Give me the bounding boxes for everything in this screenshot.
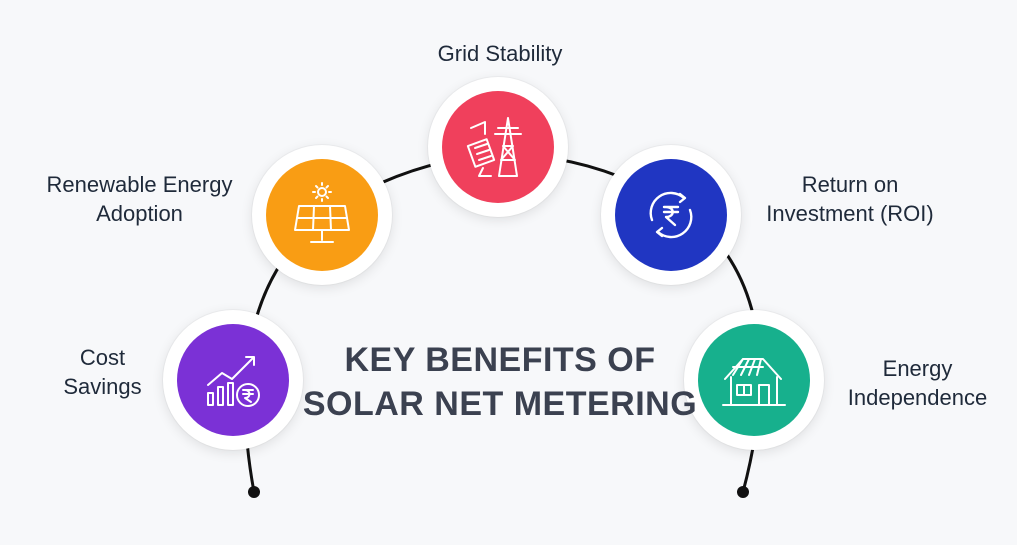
node-renewable-energy-adoption: [252, 145, 392, 285]
solar-panel-icon: [294, 182, 350, 243]
title-line-1: KEY BENEFITS OF: [344, 341, 656, 379]
arc-endpoint-right: [737, 486, 749, 498]
node-cost-savings: [163, 310, 303, 450]
label-line: Savings: [63, 374, 142, 399]
disc-energy-independence: [698, 324, 810, 436]
label-line: Adoption: [96, 201, 183, 226]
transmission-tower-icon: [466, 117, 522, 177]
label-line: Independence: [847, 385, 988, 410]
label-line: Cost: [79, 345, 126, 370]
disc-cost-savings: [177, 324, 289, 436]
growth-chart-rupee-icon: [207, 356, 260, 407]
disc-renewable-energy-adoption: [266, 159, 378, 271]
rupee-cycle-icon: [649, 191, 693, 239]
node-return-on-investment: [601, 145, 741, 285]
label-return-on-investment: Return on Investment (ROI): [745, 170, 955, 228]
disc-return-on-investment: [615, 159, 727, 271]
label-line: Grid Stability: [437, 41, 563, 66]
node-energy-independence: [684, 310, 824, 450]
label-renewable-energy-adoption: Renewable Energy Adoption: [22, 170, 257, 228]
label-energy-independence: Energy Independence: [830, 354, 1005, 412]
node-grid-stability: [428, 77, 568, 217]
disc-grid-stability: [442, 91, 554, 203]
arc-endpoint-left: [248, 486, 260, 498]
label-cost-savings: Cost Savings: [45, 343, 160, 401]
label-line: Investment (ROI): [766, 201, 934, 226]
title-line-2: SOLAR NET METERING: [302, 385, 698, 423]
label-line: Renewable Energy: [46, 172, 233, 197]
label-line: Energy: [882, 356, 953, 381]
solar-house-icon: [722, 358, 786, 406]
label-grid-stability: Grid Stability: [400, 39, 600, 68]
diagram-title: KEY BENEFITS OF SOLAR NET METERING: [300, 338, 700, 426]
label-line: Return on: [801, 172, 899, 197]
